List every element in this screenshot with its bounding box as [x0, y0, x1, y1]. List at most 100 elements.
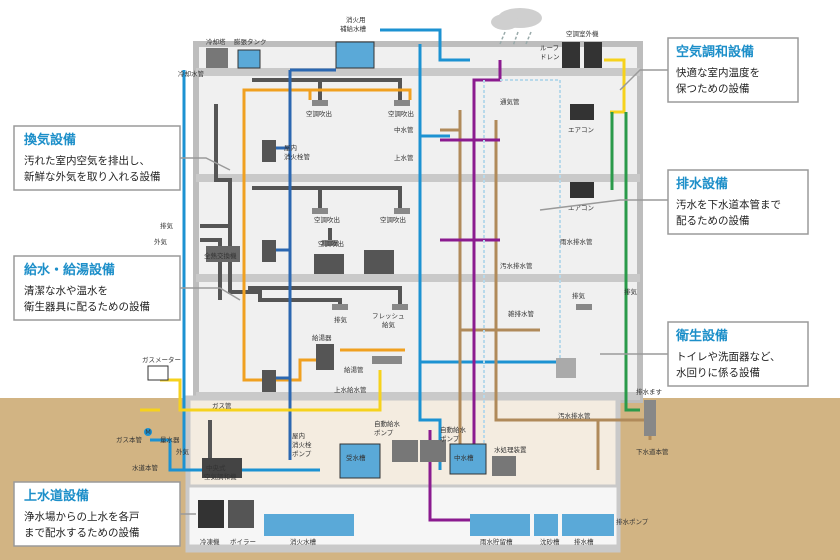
auto-pump-unit-1 — [392, 440, 418, 462]
water-meter-icon — [144, 428, 152, 436]
label-drain-pump: 排水ポンプ — [616, 517, 649, 526]
hydrant-box-1 — [262, 140, 276, 162]
label-auto-pump-3: 自動給水 — [440, 425, 467, 434]
label-water-main-road: 水道本管 — [132, 463, 159, 472]
label-meter-m: M — [145, 428, 151, 436]
label-sewage-pipe: 汚水排水管 — [500, 261, 533, 270]
label-drain-tank: 排水槽 — [574, 537, 594, 546]
label-ac-out-2: 空調吹出 — [388, 109, 414, 118]
drain-tank-unit — [562, 514, 614, 536]
callout-water-supply-line-1: 清潔な水や温水を — [24, 284, 108, 297]
callout-hvac-line-2: 保つための設備 — [676, 82, 750, 95]
callout-hvac-title: 空気調和設備 — [676, 44, 754, 60]
label-roof-drain-2: ドレン — [540, 53, 560, 61]
hydrant-box-3 — [262, 370, 276, 392]
label-exhaust: 排気 — [160, 221, 174, 230]
callout-drainage: 排水設備 汚水を下水道本管まで 配るための設備 — [667, 169, 809, 235]
label-vent-pipe: 通気管 — [500, 97, 520, 106]
water-heater-unit — [316, 344, 334, 370]
expansion-tank — [237, 49, 261, 69]
callout-sanitary-title: 衛生設備 — [675, 328, 728, 344]
label-misc-drain: 雑排水管 — [508, 309, 535, 318]
label-central-ac: 中央式 — [206, 463, 226, 472]
label-fire-pump-2: 消火栓 — [292, 440, 312, 449]
auto-pump-unit-2 — [420, 440, 446, 462]
label-ac-out-4: 空調吹出 — [380, 215, 406, 224]
label-chiller: 冷凍機 — [200, 537, 220, 546]
floor-slab-3 — [196, 174, 640, 182]
callout-city-water: 上水道設備 浄水場からの上水を各戸 まで配水するための設備 — [13, 481, 181, 547]
label-sewage-trunk: 汚水排水管 — [558, 411, 591, 420]
label-indoor-hydrant-2: 消火栓管 — [284, 152, 311, 161]
label-outside-air: 外気 — [154, 237, 168, 246]
callout-connectors — [180, 69, 668, 515]
label-fire-tank-2: 補給水槽 — [340, 24, 367, 33]
heat-exchanger-unit — [206, 246, 240, 262]
receiving-tank-unit — [339, 443, 381, 479]
floor-slab-2 — [196, 274, 640, 282]
heater-panel — [314, 254, 344, 274]
label-mid-tank: 中水槽 — [454, 453, 474, 462]
callout-sanitary-line-1: トイレや洗面器など、 — [676, 351, 780, 363]
callout-city-water-line-2: まで配水するための設備 — [24, 526, 140, 539]
aircon-unit-1 — [570, 104, 594, 120]
label-exhaust-4: 排気 — [572, 291, 586, 300]
label-fire-tank: 消火用 — [346, 15, 366, 24]
label-gas-meter: ガスメーター — [142, 355, 181, 364]
callout-drainage-line-1: 汚水を下水道本管まで — [676, 198, 781, 211]
water-treatment-unit — [492, 456, 516, 476]
ac-outlets — [312, 100, 592, 310]
aircon-unit-2 — [570, 182, 594, 198]
label-ac-out-5: 空調吹出 — [318, 239, 344, 248]
label-fresh-air-2: 給気 — [382, 320, 396, 329]
label-water-meter: 量水器 — [160, 435, 180, 444]
label-heat-exchanger: 全熱交換機 — [204, 251, 237, 260]
label-exhaust-3: 排気 — [334, 315, 348, 324]
toilet — [556, 358, 576, 378]
label-boiler: ボイラー — [230, 538, 256, 546]
ac-pipes — [610, 112, 640, 412]
callout-water-supply-line-2: 衛生器具に配るための設備 — [24, 300, 150, 313]
fire-supply-tank — [335, 41, 375, 69]
gas-meter-unit — [147, 365, 169, 381]
label-fire-pump: 屋内 — [292, 431, 305, 440]
sink — [372, 356, 402, 364]
label-sewer-main: 下水道本管 — [636, 447, 669, 456]
cooling-tower — [206, 48, 228, 68]
hot-water-pipes — [242, 88, 412, 382]
callout-ventilation-title: 換気設備 — [24, 132, 76, 148]
settle-tank-unit — [534, 514, 558, 536]
building-shell — [193, 41, 643, 403]
label-auto-pump-4: ポンプ — [440, 435, 460, 443]
label-water-treat: 水処理装置 — [494, 445, 527, 454]
label-gas-valve: ガス本管 — [116, 435, 143, 444]
callout-hvac-line-1: 快適な室内温度を — [676, 66, 760, 79]
callout-ventilation: 換気設備 汚れた室内空気を排出し、 新鮮な外気を取り入れる設備 — [13, 125, 181, 191]
label-expansion-tank: 膨張タンク — [234, 37, 267, 46]
callout-sanitary-line-2: 水回りに係る設備 — [676, 366, 760, 379]
callout-ventilation-line-2: 新鮮な外気を取り入れる設備 — [24, 170, 161, 183]
callout-drainage-title: 排水設備 — [676, 176, 728, 192]
label-fire-pump-3: ポンプ — [292, 450, 312, 458]
label-mid-water: 中水管 — [394, 125, 414, 134]
central-ac-unit — [202, 458, 242, 478]
label-outside-air-2: 外気 — [176, 447, 190, 456]
label-auto-pump-2: ポンプ — [374, 429, 394, 437]
label-drain-basin: 排水ます — [636, 387, 663, 396]
label-central-ac-2: 空気調和機 — [204, 472, 237, 481]
label-receiving-tank: 受水槽 — [346, 453, 366, 462]
outdoor-ac-units — [562, 42, 602, 68]
drain-basin-unit — [644, 400, 656, 436]
label-auto-pump: 自動給水 — [374, 419, 401, 428]
label-ac-out-1: 空調吹出 — [306, 109, 332, 118]
label-outdoor-unit: 空調室外機 — [566, 29, 599, 38]
label-settle-tank: 沈砂槽 — [540, 537, 560, 546]
chiller-unit — [198, 500, 224, 528]
office-desk — [364, 250, 394, 274]
label-water-main: 上水給水管 — [334, 385, 367, 394]
pipe-labels: 冷却塔 膨張タンク 消火用 補給水槽 ルーフ ドレン 空調室外機 冷却水管 空調… — [116, 15, 669, 546]
label-ac-out-3: 空調吹出 — [314, 215, 340, 224]
callout-ventilation-line-1: 汚れた室内空気を排出し、 — [24, 154, 150, 167]
